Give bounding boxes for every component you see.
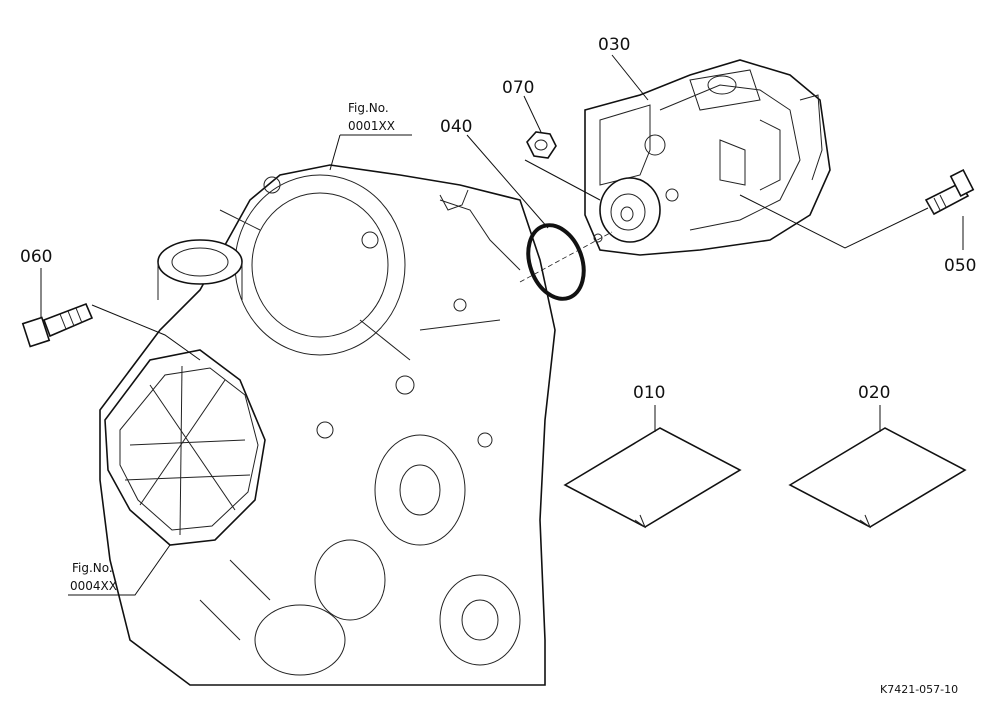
label-030: 030 (598, 35, 630, 55)
label-010: 010 (633, 383, 665, 403)
bolt-060 (21, 302, 94, 348)
hydraulic-pump-030 (584, 59, 831, 256)
label-050: 050 (944, 256, 976, 276)
o-ring-040 (526, 223, 586, 301)
sheet-020 (788, 427, 967, 529)
fig-ref-0004-line2: 0004XX (70, 579, 117, 593)
nut-070 (526, 131, 557, 159)
fig-ref-0001-line2: 0001XX (348, 119, 395, 133)
sheet-010 (563, 427, 742, 529)
fig-ref-0004-line1: Fig.No. (72, 561, 113, 575)
label-070: 070 (502, 78, 534, 98)
bolt-050 (924, 168, 975, 216)
label-020: 020 (858, 383, 890, 403)
label-040: 040 (440, 117, 472, 137)
leader-lines (40, 54, 964, 596)
gear-case-housing (99, 164, 556, 686)
drawing-code: K7421-057-10 (880, 683, 958, 696)
fig-ref-0001-line1: Fig.No. (348, 101, 389, 115)
label-060: 060 (20, 247, 52, 267)
